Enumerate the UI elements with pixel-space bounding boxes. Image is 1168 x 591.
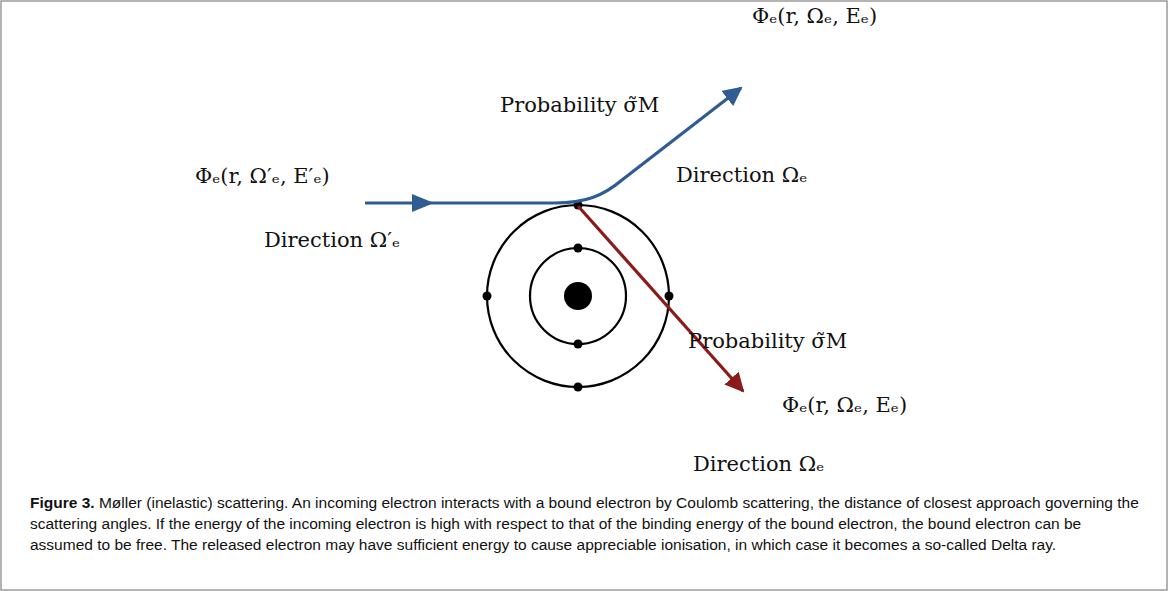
figure-label: Direction Ωₑ (693, 452, 824, 477)
figure-caption: Figure 3. Møller (inelastic) scattering.… (30, 492, 1140, 555)
figure-label: Direction Ω′ₑ (264, 228, 400, 253)
figure-label: Probability σ̃M (688, 329, 847, 354)
figure-label: Φₑ(r, Ω′ₑ, E′ₑ) (195, 164, 330, 189)
figure-label: Direction Ωₑ (676, 163, 807, 188)
figure-label: Φₑ(r, Ωₑ, Eₑ) (752, 4, 877, 29)
direction-arrowhead (412, 194, 434, 212)
figure-label: Probability σ̃M (500, 93, 659, 118)
figure-label: Φₑ(r, Ωₑ, Eₑ) (782, 393, 907, 418)
atom-symbol (483, 201, 674, 392)
ejected-electron-track (578, 206, 743, 391)
